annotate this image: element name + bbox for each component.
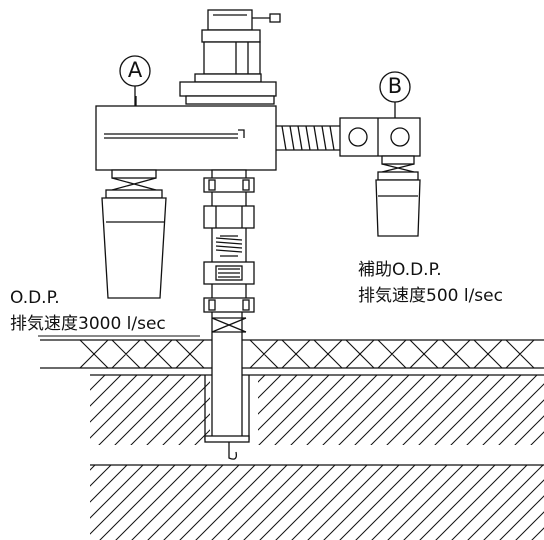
marker-b-label: B (387, 74, 403, 98)
aux-pump-name-label: 補助O.D.P. (358, 260, 442, 280)
floor-slab (40, 339, 544, 369)
marker-a-label: A (127, 58, 143, 82)
main-pump-speed-label: 排気速度3000 l/sec (10, 314, 166, 334)
vertical-column (203, 169, 255, 333)
marker-b (379, 71, 411, 118)
top-actuator (179, 9, 281, 105)
aux-pump-speed-label: 排気速度500 l/sec (358, 286, 503, 306)
ground-zone-upper (90, 374, 544, 445)
aux-pump (375, 155, 421, 237)
ground-zone-lower (90, 464, 544, 540)
main-chamber (95, 96, 277, 171)
main-pump (101, 169, 167, 299)
marker-a (119, 55, 151, 106)
aux-chamber (339, 117, 421, 157)
main-pump-name-label: O.D.P. (10, 288, 60, 308)
bellows-to-aux (276, 125, 340, 151)
